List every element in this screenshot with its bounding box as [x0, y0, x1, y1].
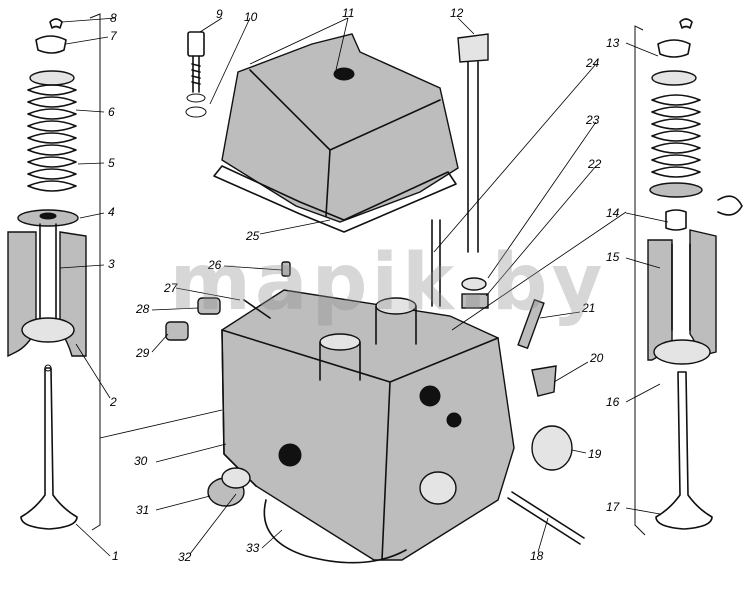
small-parts — [165, 261, 585, 564]
callout-29: 29 — [136, 346, 150, 360]
callout-24: 24 — [586, 56, 600, 70]
callout-7: 7 — [110, 29, 117, 43]
callout-5: 5 — [108, 156, 115, 170]
nut-23 — [461, 277, 487, 291]
valve-guide-3 — [39, 223, 57, 324]
valve-1 — [20, 367, 78, 530]
valve-seat-16 — [653, 339, 711, 365]
head-port-c — [446, 412, 462, 428]
plug-32 — [221, 467, 251, 489]
bolt-9-shank — [191, 55, 201, 93]
callout-30: 30 — [134, 454, 148, 468]
valve-key-right — [679, 18, 693, 29]
callout-10: 10 — [244, 10, 258, 24]
callout-20: 20 — [590, 351, 604, 365]
callout-17: 17 — [606, 500, 620, 514]
washer-10b — [185, 106, 207, 118]
callout-12: 12 — [450, 6, 464, 20]
callout-28: 28 — [136, 302, 150, 316]
pin-26 — [281, 261, 291, 277]
guide-15 — [671, 243, 691, 331]
spring-on-head-a — [319, 333, 361, 351]
valve-seal — [39, 212, 57, 220]
cover-gasket-25 — [213, 165, 457, 233]
rocker-cover-11 — [221, 33, 459, 223]
callout-31: 31 — [136, 503, 150, 517]
callout-3: 3 — [108, 257, 115, 271]
callout-9: 9 — [216, 7, 223, 21]
callout-22: 22 — [588, 157, 602, 171]
right-frame-bracket — [634, 25, 646, 536]
pin-27-shaft — [243, 299, 271, 319]
rocker-cover-group — [213, 33, 459, 233]
plug-29 — [165, 321, 189, 341]
callout-19: 19 — [588, 447, 602, 461]
left-frame-bracket — [89, 13, 101, 531]
left-valve-stack — [7, 18, 87, 530]
callout-1: 1 — [112, 549, 119, 563]
washer-10a — [186, 93, 206, 103]
valve-17 — [655, 371, 713, 530]
pushrod-12-head — [457, 33, 489, 63]
callout-25: 25 — [246, 229, 260, 243]
cover-ridge — [249, 69, 441, 217]
valve-1-tip — [44, 364, 52, 372]
callout-26: 26 — [208, 258, 222, 272]
callout-23: 23 — [586, 113, 600, 127]
head-body — [221, 289, 515, 561]
callout-8: 8 — [110, 11, 117, 25]
valve-seat-2 — [21, 317, 75, 343]
seal-14 — [665, 209, 687, 231]
spring-cap-6 — [29, 70, 75, 86]
callout-18: 18 — [530, 549, 544, 563]
callout-11: 11 — [342, 6, 355, 20]
callout-15: 15 — [606, 250, 620, 264]
valve-key-8 — [49, 18, 63, 29]
callout-6: 6 — [108, 105, 115, 119]
injector-bore — [419, 471, 457, 505]
oil-filler-cap — [333, 67, 355, 81]
callout-16: 16 — [606, 395, 620, 409]
bolt-and-washers — [185, 31, 207, 118]
callout-4: 4 — [108, 205, 115, 219]
outer-spring-5 — [27, 84, 77, 192]
bolt-9-head — [187, 31, 205, 57]
nozzle-cap-20 — [531, 365, 557, 397]
stud-18 — [507, 491, 585, 545]
spring-right — [651, 94, 701, 178]
callout-32: 32 — [178, 550, 192, 564]
sleeve-19 — [531, 425, 573, 471]
plug-27 — [197, 297, 221, 315]
washer-22 — [461, 293, 489, 309]
pushrod-group — [431, 33, 489, 309]
head-section-right-2 — [689, 229, 717, 357]
pushrod-12-shaft — [467, 61, 479, 253]
retainer-13 — [657, 39, 691, 58]
stud-21 — [517, 298, 545, 350]
head-top-deck — [221, 329, 499, 561]
springs-on-head — [319, 305, 417, 381]
callout-33: 33 — [246, 541, 260, 555]
head-port-a — [278, 443, 302, 467]
callout-27: 27 — [164, 281, 178, 295]
spring-cap-right — [651, 70, 697, 86]
callout-13: 13 — [606, 36, 620, 50]
retainer-7 — [35, 35, 67, 54]
spring-on-head-b — [375, 297, 417, 315]
stud-24 — [431, 219, 441, 307]
snap-ring — [717, 195, 743, 216]
o-ring-33 — [263, 499, 407, 564]
head-port-b — [419, 385, 441, 407]
right-valve-stack — [647, 18, 743, 530]
callout-21: 21 — [582, 301, 596, 315]
callout-2: 2 — [110, 395, 117, 409]
callout-14: 14 — [606, 206, 620, 220]
spring-seat-right — [649, 182, 703, 198]
cylinder-head-30 — [221, 289, 515, 561]
leader-lines — [59, 17, 669, 557]
